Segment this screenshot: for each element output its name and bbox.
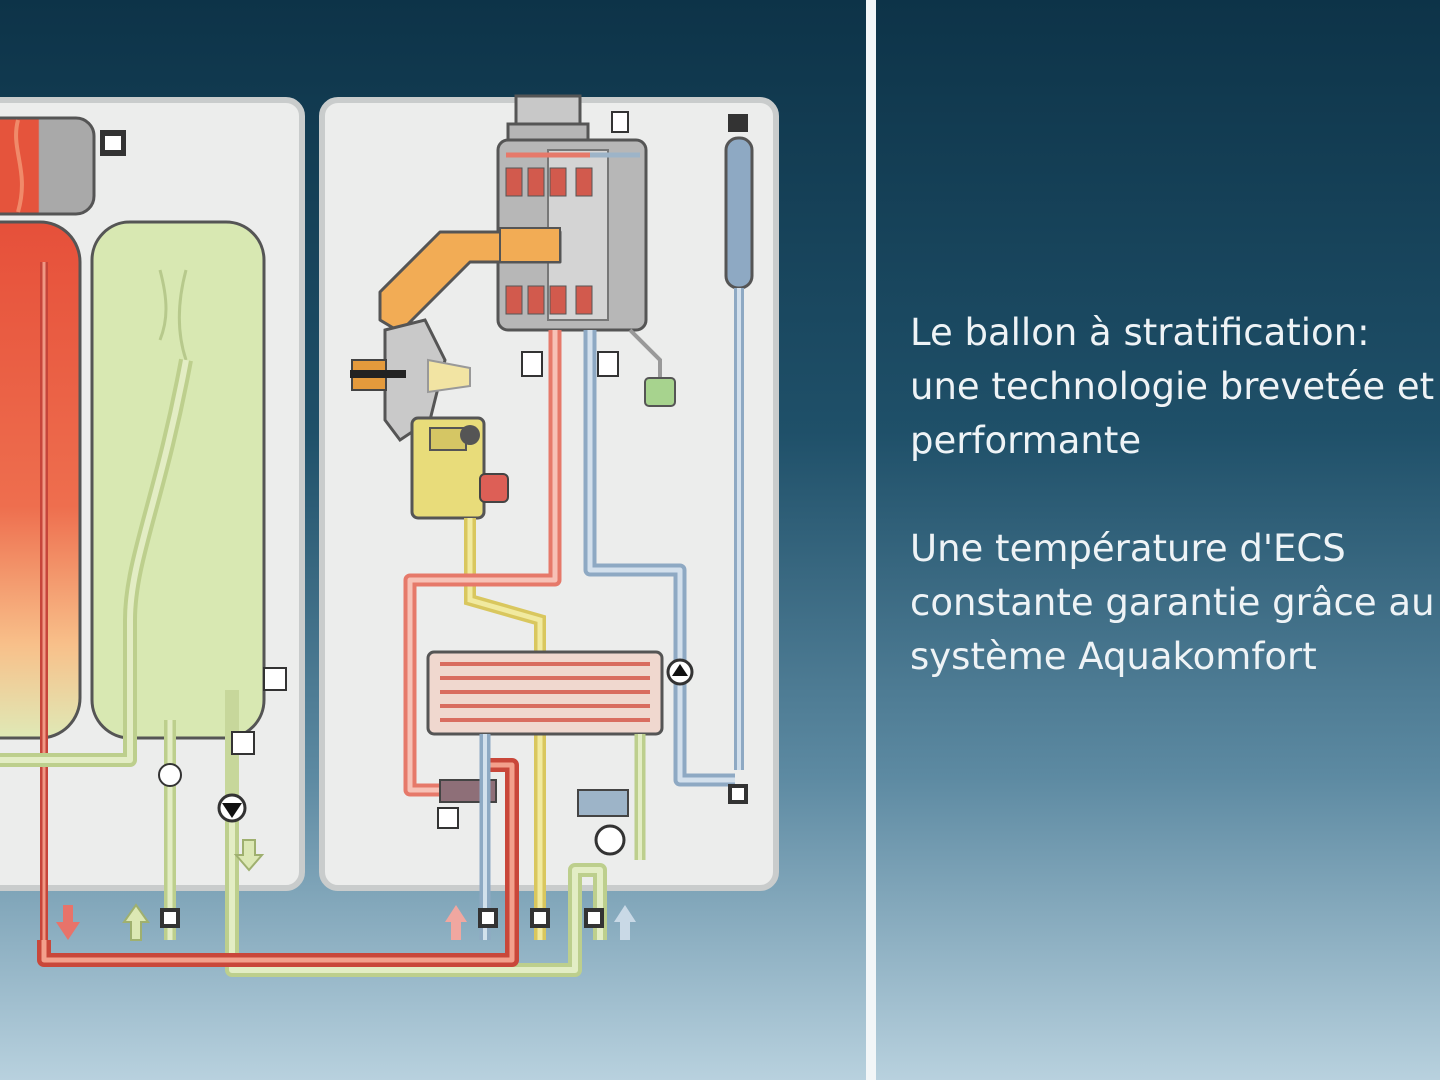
sensor-icon	[522, 352, 542, 376]
sensor-icon	[612, 112, 628, 132]
valve-icon	[728, 784, 748, 804]
caption-text: Le ballon à stratification: une technolo…	[910, 306, 1440, 684]
arrow-up-icon	[445, 905, 467, 940]
domestic-hot-water-tank	[92, 222, 286, 800]
heating-system-diagram	[0, 0, 866, 1080]
caption-line: Le ballon à stratification:	[910, 306, 1440, 360]
heat-exchanger	[498, 112, 646, 330]
panel-divider	[866, 0, 876, 1080]
caption-line: Une température d'ECS	[910, 522, 1440, 576]
arrow-down-icon	[56, 905, 80, 940]
valve-icon	[160, 908, 180, 928]
valve-icon	[100, 130, 126, 156]
arrow-up-icon	[614, 905, 636, 940]
caption-line: performante	[910, 414, 1440, 468]
sensor-icon	[264, 668, 286, 690]
valve-icon	[159, 764, 181, 786]
valve-icon	[530, 908, 550, 928]
caption-line: système Aquakomfort	[910, 630, 1440, 684]
caption-line: une technologie brevetée et	[910, 360, 1440, 414]
plate-heat-exchanger	[428, 652, 662, 734]
flue-chimney	[508, 96, 588, 144]
caption-line: constante garantie grâce au	[910, 576, 1440, 630]
valve-icon	[584, 908, 604, 928]
valve-icon	[478, 908, 498, 928]
pump-icon	[219, 795, 245, 821]
valve-icon	[728, 114, 748, 132]
sensor-icon	[232, 732, 254, 754]
arrow-up-icon	[124, 905, 148, 940]
pump-icon	[668, 660, 692, 684]
sensor-icon	[438, 808, 458, 828]
sensor-icon	[598, 352, 618, 376]
